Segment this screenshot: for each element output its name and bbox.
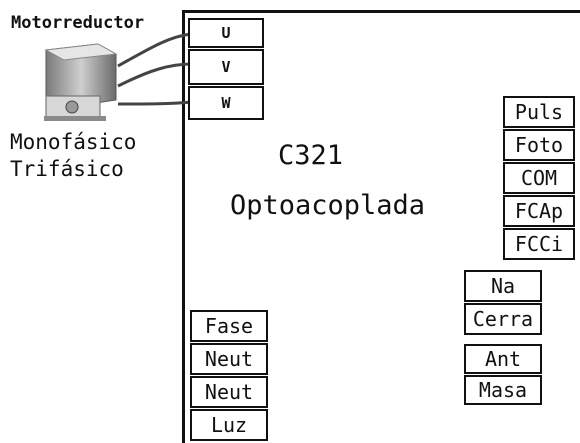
terminal-neut-2: Neut bbox=[190, 376, 268, 408]
terminal-neut-1: Neut bbox=[190, 343, 268, 375]
motor-title: Motorreductor bbox=[11, 13, 145, 33]
terminal-fase: Fase bbox=[190, 310, 268, 342]
terminal-cerra: Cerra bbox=[464, 303, 542, 335]
wire-v bbox=[117, 62, 193, 88]
wire-u bbox=[117, 32, 193, 68]
terminal-luz: Luz bbox=[190, 409, 268, 441]
terminal-masa: Masa bbox=[464, 375, 542, 405]
terminal-fcap: FCAp bbox=[503, 195, 575, 227]
board-model: C321 bbox=[278, 140, 344, 171]
terminal-na: Na bbox=[464, 270, 542, 302]
motor-phase-mono: Monofásico bbox=[10, 130, 137, 154]
terminal-foto: Foto bbox=[503, 129, 575, 161]
terminal-com: COM bbox=[503, 162, 575, 194]
terminal-u: U bbox=[188, 18, 264, 48]
gear-motor-image bbox=[44, 43, 118, 121]
terminal-w: W bbox=[188, 86, 264, 120]
terminal-puls: Puls bbox=[503, 96, 575, 128]
terminal-ant: Ant bbox=[464, 344, 542, 374]
board-type: Optoacoplada bbox=[230, 190, 426, 221]
terminal-fcci: FCCi bbox=[503, 228, 575, 260]
controller-board-outline bbox=[182, 10, 580, 443]
terminal-v: V bbox=[188, 49, 264, 85]
wire-w bbox=[117, 100, 193, 106]
motor-phase-tri: Trifásico bbox=[10, 157, 124, 181]
